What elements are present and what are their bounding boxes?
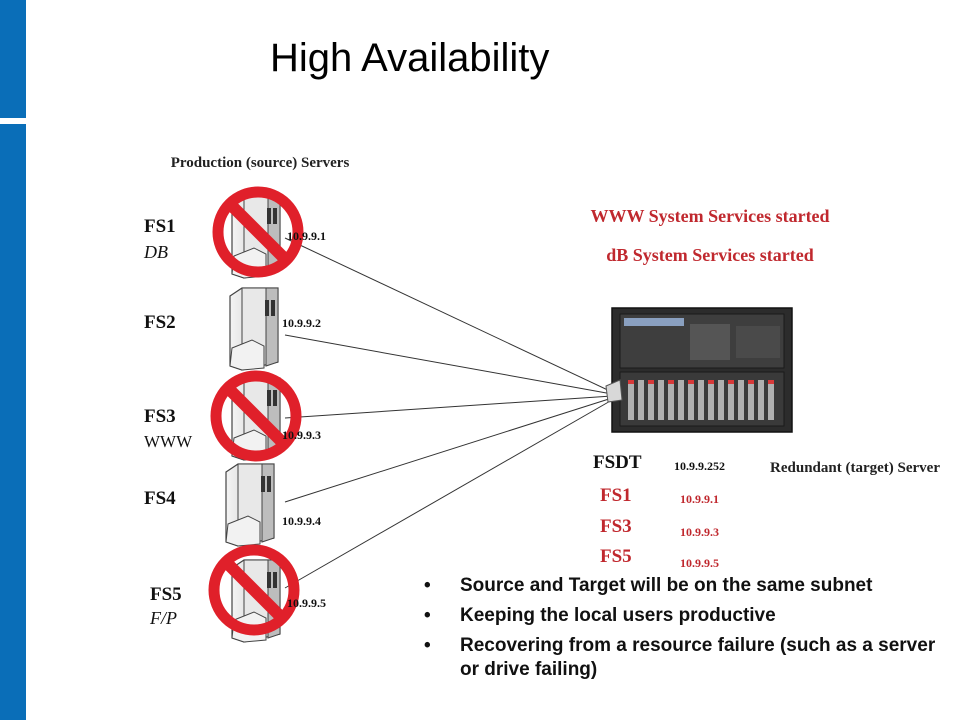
server-tower-fs2	[229, 287, 279, 371]
accent-bar-bottom	[0, 124, 26, 720]
bullet-item: • Source and Target will be on the same s…	[420, 574, 950, 598]
target-ip-fs3: 10.9.9.3	[680, 525, 719, 539]
server-ip-fs4: 10.9.9.4	[282, 514, 321, 528]
bullet-dot-icon: •	[424, 635, 431, 656]
server-name-fs4: FS4	[144, 488, 176, 509]
page-title: High Availability	[270, 36, 550, 80]
server-ip-fs5: 10.9.9.5	[287, 596, 326, 610]
link-fs3	[284, 395, 613, 419]
bullet-dot-icon: •	[424, 605, 431, 626]
bullet-item: • Recovering from a resource failure (suc…	[420, 634, 950, 682]
server-ip-fs1: 10.9.9.1	[287, 229, 326, 243]
server-tower-fs4	[225, 463, 275, 547]
target-name-fsdt: FSDT	[593, 452, 642, 473]
status-db-started: dB System Services started	[606, 245, 814, 265]
status-www-started: WWW System Services started	[590, 206, 830, 226]
link-fs1	[284, 237, 613, 393]
link-fs2	[284, 334, 613, 395]
bullet-item: • Keeping the local users productive	[420, 604, 950, 628]
server-ip-fs3: 10.9.9.3	[282, 428, 321, 442]
target-server-icon	[605, 307, 793, 433]
server-name-fs3: FS3	[144, 406, 176, 427]
target-ip-fs5: 10.9.9.5	[680, 556, 719, 570]
link-fs5	[284, 399, 613, 589]
bullet-text: Source and Target will be on the same su…	[460, 575, 873, 596]
server-role-fs3: WWW	[144, 432, 193, 451]
target-name-fs1: FS1	[600, 485, 632, 506]
bullet-list: • Source and Target will be on the same s…	[420, 574, 950, 688]
server-name-fs5: FS5	[150, 584, 182, 605]
server-role-fs5: F/P	[150, 608, 177, 628]
bullet-dot-icon: •	[424, 575, 431, 596]
bullet-text: Recovering from a resource failure (such…	[460, 635, 936, 680]
production-servers-label: Production (source) Servers	[170, 155, 350, 171]
target-name-fs5: FS5	[600, 546, 632, 567]
server-name-fs1: FS1	[144, 216, 176, 237]
server-role-fs1: DB	[144, 242, 168, 262]
target-name-fs3: FS3	[600, 516, 632, 537]
target-ip-fs1: 10.9.9.1	[680, 492, 719, 506]
link-fs4	[284, 397, 613, 503]
accent-bar-top	[0, 0, 26, 118]
server-name-fs2: FS2	[144, 312, 176, 333]
target-ip-fsdt: 10.9.9.252	[674, 459, 725, 473]
target-server-label: Redundant (target) Server	[770, 460, 940, 476]
bullet-text: Keeping the local users productive	[460, 605, 776, 626]
server-ip-fs2: 10.9.9.2	[282, 316, 321, 330]
